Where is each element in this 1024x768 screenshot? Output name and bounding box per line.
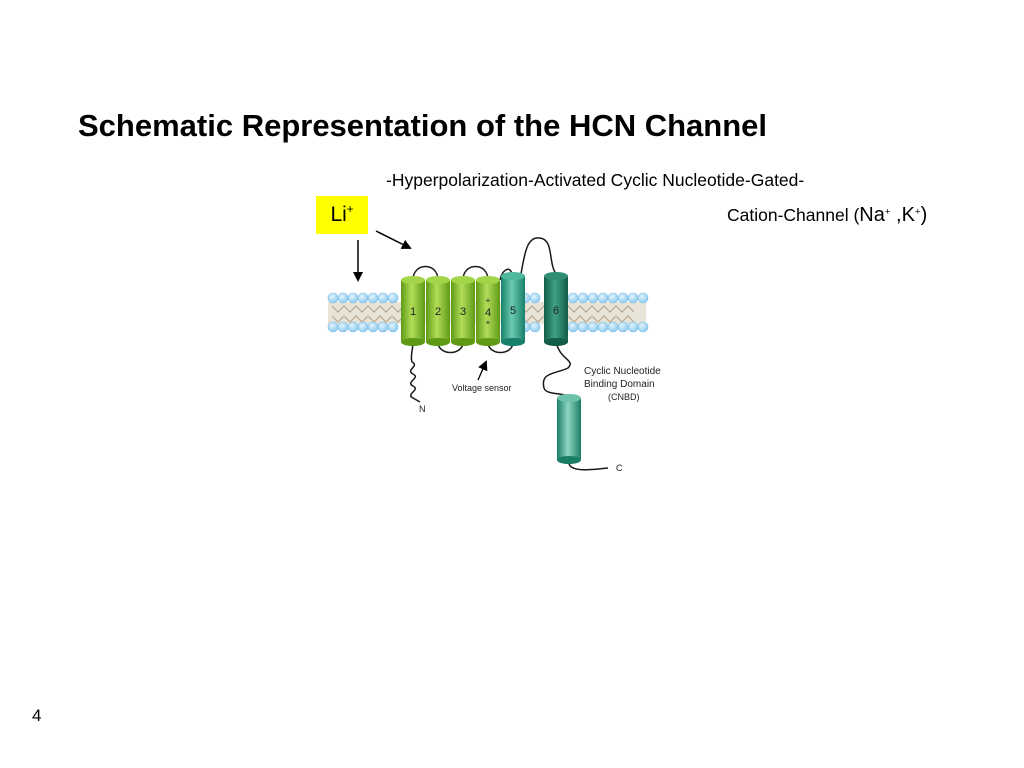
ion-na: Na	[859, 204, 885, 226]
helix-s2	[426, 276, 450, 346]
ion-na-charge: +	[884, 206, 891, 218]
slide-title: Schematic Representation of the HCN Chan…	[78, 108, 768, 143]
helix-s1	[401, 276, 425, 346]
subtitle-line-2-prefix: Cation-Channel (	[727, 205, 860, 225]
c-terminus-label: C	[616, 463, 623, 473]
voltage-sensor-arrow	[477, 360, 488, 381]
helix-label-4: 4	[485, 307, 491, 319]
cnbd-label-line-1: Cyclic Nucleotide	[584, 366, 661, 377]
n-terminus-coil	[409, 341, 421, 403]
li-arrow-diagonal	[375, 230, 412, 249]
helix-s6	[544, 272, 568, 346]
helix-s3	[451, 276, 475, 346]
ion-k-charge: +	[914, 206, 921, 218]
n-terminus-label: N	[419, 404, 426, 414]
ion-k: ,K	[890, 204, 915, 226]
subtitle-line-2: Cation-Channel (Na+ ,K+)	[727, 204, 927, 227]
c-terminus-tail	[568, 463, 609, 471]
helix-s4-voltage-sensor	[476, 276, 500, 346]
voltage-sensor-label: Voltage sensor	[452, 383, 512, 393]
cnbd-label-line-3: (CNBD)	[608, 392, 640, 402]
lithium-symbol: Li	[330, 203, 347, 226]
subtitle-line-1: -Hyperpolarization-Activated Cyclic Nucl…	[386, 170, 805, 190]
subtitle-close-paren: )	[920, 204, 928, 226]
cnbd-label-line-2: Binding Domain	[584, 379, 655, 390]
helix-label-2: 2	[435, 306, 441, 318]
helix-label-5: 5	[510, 305, 516, 317]
extracellular-loops	[412, 237, 557, 281]
helix-s5	[501, 272, 525, 346]
helix-label-1: 1	[410, 306, 416, 318]
lithium-ion-box: Li+	[316, 196, 368, 234]
cnbd-cylinder	[557, 394, 581, 464]
page-number: 4	[32, 706, 42, 725]
s4-charge-bottom: +	[486, 318, 491, 327]
s4-charge-top: +	[486, 296, 491, 305]
helix-label-6: 6	[553, 305, 559, 317]
lithium-charge: +	[346, 203, 354, 216]
helix-label-3: 3	[460, 306, 466, 318]
